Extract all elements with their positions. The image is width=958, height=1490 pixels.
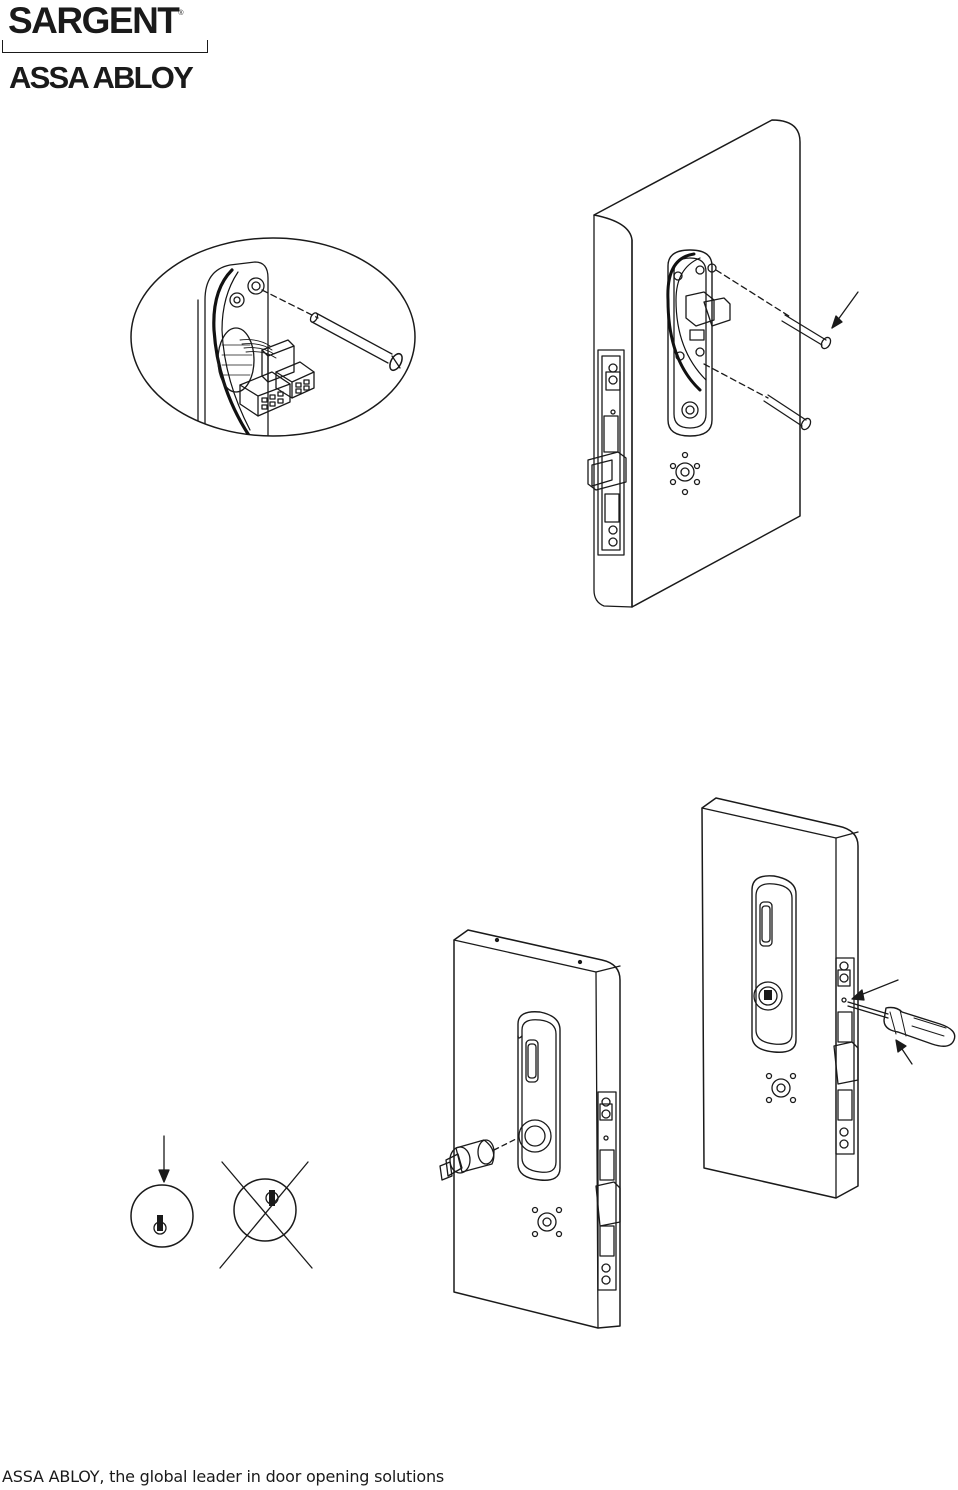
cylinder-orientation-incorrect <box>220 1162 312 1268</box>
cylinder-orientation-correct <box>131 1136 193 1247</box>
door-set-screw-tightening <box>702 798 955 1198</box>
footer-tagline: ASSA ABLOY, the global leader in door op… <box>2 1467 444 1486</box>
detail-connector-inset <box>131 238 415 440</box>
door-escutcheon-screws <box>588 120 858 607</box>
door-cylinder-insertion <box>440 930 620 1328</box>
